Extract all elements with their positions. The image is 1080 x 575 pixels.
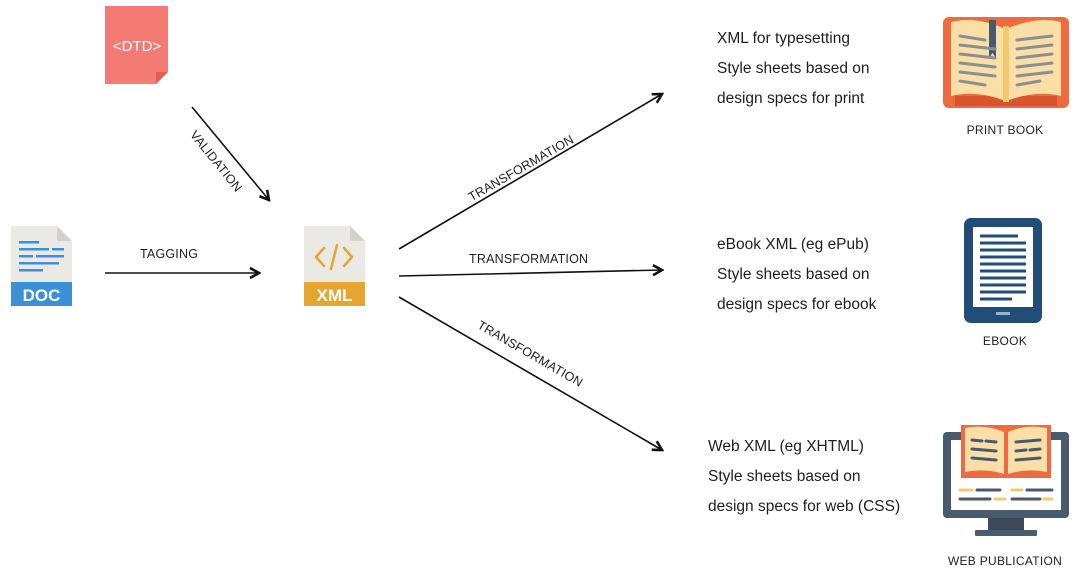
web-description: Web XML (eg XHTML) Style sheets based on… [708, 432, 900, 522]
print-line: XML for typesetting [717, 30, 850, 47]
web-line: Style sheets based on [708, 468, 861, 485]
web-line: design specs for web (CSS) [708, 498, 901, 515]
transform-web-arrow [398, 296, 662, 450]
ebook-line: Style sheets based on [717, 266, 870, 283]
transform-print-arrow [398, 94, 662, 250]
code-brackets-icon [314, 243, 354, 271]
ebook-line: design specs for ebook [717, 296, 877, 313]
print-line: design specs for print [717, 90, 865, 107]
print-description: XML for typesetting Style sheets based o… [717, 24, 870, 114]
monitor-book-icon [943, 425, 1069, 536]
ebook-line: eBook XML (eg ePub) [717, 236, 869, 253]
ereader-icon [964, 218, 1042, 323]
validation-arrow [191, 106, 269, 200]
open-book-icon [943, 17, 1069, 108]
doc-label: DOC [23, 286, 61, 305]
web-line: Web XML (eg XHTML) [708, 438, 864, 455]
web-caption: WEB PUBLICATION [947, 554, 1063, 568]
doc-file-icon: DOC [11, 226, 72, 306]
print-caption: PRINT BOOK [966, 123, 1044, 137]
transform-ebook-label: TRANSFORMATION [469, 252, 589, 266]
dtd-label: <DTD> [113, 38, 162, 55]
ebook-caption: EBOOK [982, 334, 1028, 348]
dtd-file-icon: <DTD> [105, 6, 168, 84]
print-line: Style sheets based on [717, 60, 870, 77]
xml-label: XML [317, 286, 353, 305]
ebook-description: eBook XML (eg ePub) Style sheets based o… [717, 230, 876, 320]
transform-ebook-arrow [398, 270, 662, 277]
tagging-label: TAGGING [140, 247, 199, 261]
xml-file-icon: XML [304, 226, 365, 306]
